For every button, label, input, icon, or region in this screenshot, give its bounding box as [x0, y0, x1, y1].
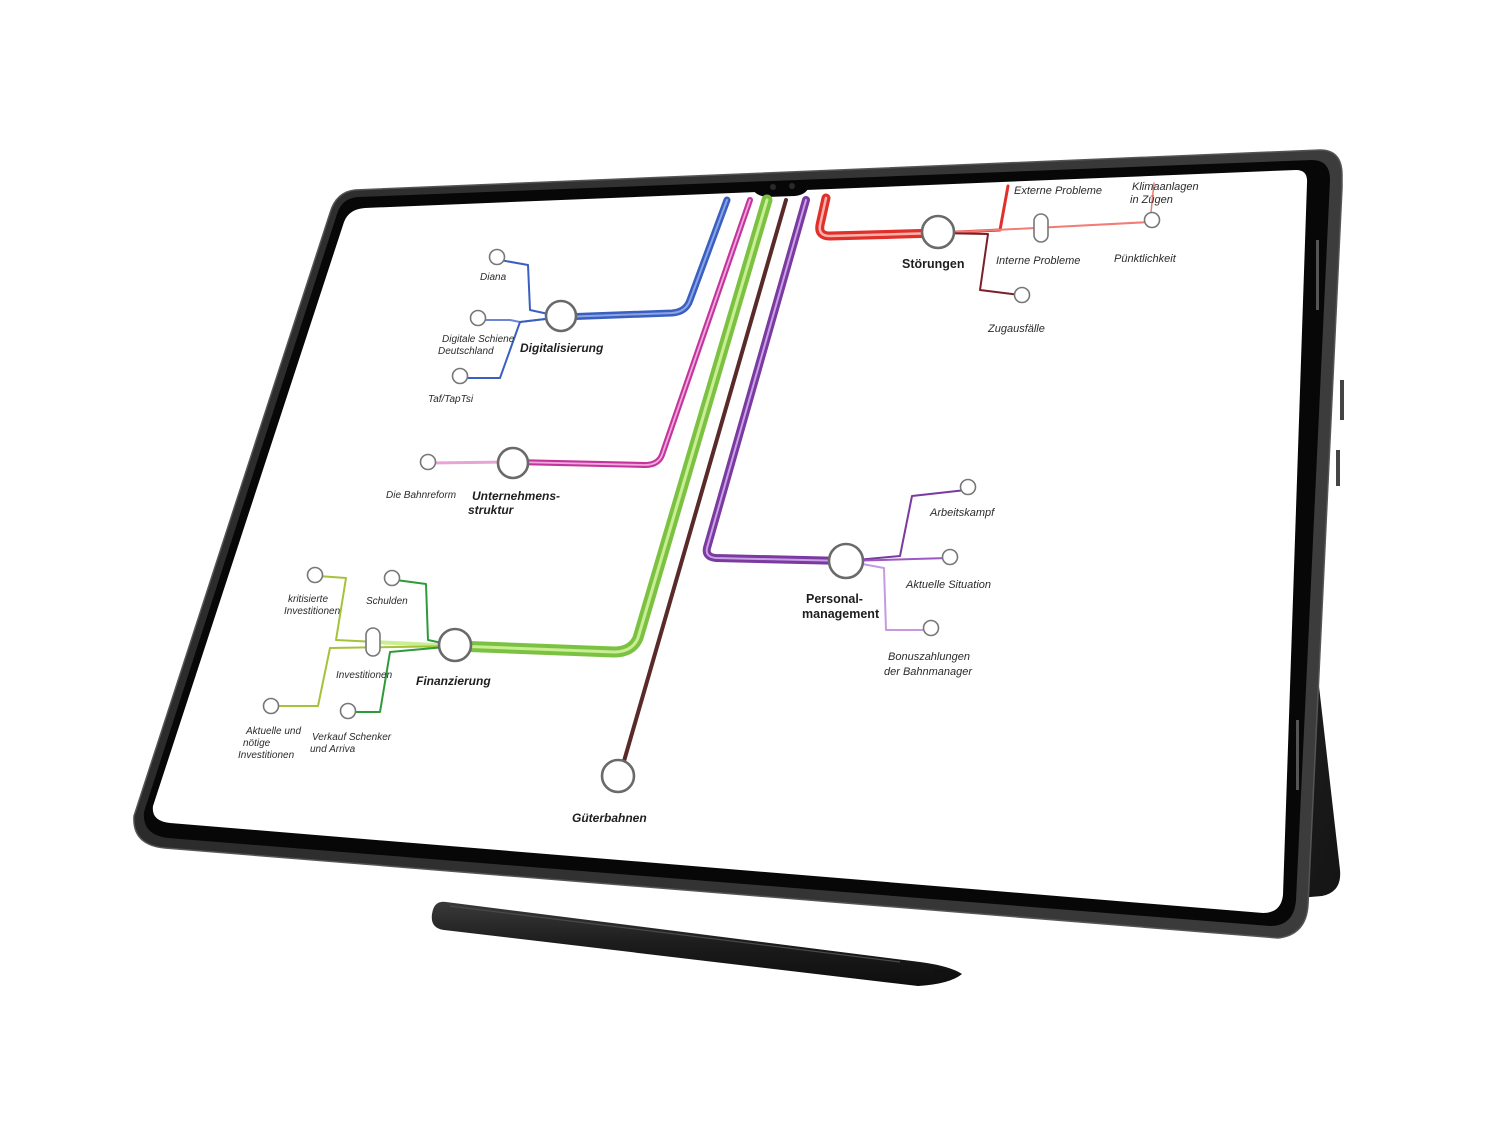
label-klima-2: in Zügen: [1130, 194, 1173, 206]
label-schulden: Schulden: [366, 596, 408, 607]
hub-gueterbahnen[interactable]: [600, 758, 636, 794]
station-taf[interactable]: [451, 367, 469, 385]
station-aktuelle-situation[interactable]: [941, 548, 959, 566]
label-arbeitskampf: Arbeitskampf: [929, 507, 995, 519]
station-puenktlichkeit[interactable]: [1143, 211, 1161, 229]
line-gueterbahnen: [618, 198, 788, 777]
side-button: [1336, 450, 1340, 486]
hub-stoerungen[interactable]: [920, 214, 956, 250]
camera-notch: [750, 181, 812, 197]
label-gueterbahnen: Güterbahnen: [572, 811, 647, 825]
label-digitale-schiene-2: Deutschland: [438, 346, 494, 357]
speaker-grille: [1316, 240, 1319, 310]
label-aktuelle-1: Aktuelle und: [245, 726, 301, 737]
side-button: [1340, 380, 1344, 420]
label-stoerungen: Störungen: [902, 257, 965, 271]
map-stations: [262, 211, 1161, 720]
label-digitale-schiene-1: Digitale Schiene: [442, 334, 515, 345]
station-interne-probleme[interactable]: [1033, 213, 1049, 243]
station-investitionen[interactable]: [365, 627, 381, 657]
label-aktuelle-2: nötige: [243, 738, 271, 749]
label-verkauf-1: Verkauf Schenker: [312, 732, 392, 743]
station-zugausfaelle[interactable]: [1013, 286, 1031, 304]
label-kritisierte-2: Investitionen: [284, 606, 341, 617]
label-unternehmensstruktur-2: struktur: [468, 503, 515, 517]
label-puenktlichkeit: Pünktlichkeit: [1114, 253, 1177, 265]
label-externe: Externe Probleme: [1014, 185, 1102, 197]
map-hubs: [437, 214, 956, 794]
transit-map: [273, 182, 1155, 777]
tablet-screen: [152, 170, 1308, 913]
label-diana: Diana: [480, 272, 507, 283]
station-digitale-schiene[interactable]: [469, 309, 487, 327]
station-verkauf[interactable]: [339, 702, 357, 720]
map-labels: Diana Digitale Schiene Deutschland Taf/T…: [238, 181, 1199, 825]
station-diana[interactable]: [488, 248, 506, 266]
camera-lens-icon: [789, 183, 795, 189]
hub-finanzierung[interactable]: [437, 627, 473, 663]
camera-lens-icon: [770, 184, 776, 190]
label-bonus-2: der Bahnmanager: [884, 666, 973, 678]
label-verkauf-2: und Arriva: [310, 744, 356, 755]
stylus-pen: [431, 901, 962, 986]
station-arbeitskampf[interactable]: [959, 478, 977, 496]
label-unternehmensstruktur-1: Unternehmens-: [472, 489, 560, 503]
label-investitionen: Investitionen: [336, 670, 393, 681]
label-klima-1: Klimaanlagen: [1132, 181, 1199, 193]
station-schulden[interactable]: [383, 569, 401, 587]
hub-unternehmensstruktur[interactable]: [496, 446, 530, 480]
label-bonus-1: Bonuszahlungen: [888, 651, 970, 663]
label-kritisierte-1: kritisierte: [288, 594, 328, 605]
label-taf: Taf/TapTsi: [428, 394, 474, 405]
hub-personal[interactable]: [827, 542, 865, 580]
station-kritisierte[interactable]: [306, 566, 324, 584]
label-interne: Interne Probleme: [996, 255, 1080, 267]
label-finanzierung: Finanzierung: [416, 674, 491, 688]
station-aktuelle-investitionen[interactable]: [262, 697, 280, 715]
label-bahnreform: Die Bahnreform: [386, 490, 456, 501]
hub-digitalisierung[interactable]: [544, 299, 578, 333]
station-bonus[interactable]: [922, 619, 940, 637]
station-bahnreform[interactable]: [419, 453, 437, 471]
label-aktuelle-situation: Aktuelle Situation: [905, 579, 991, 591]
speaker-grille: [1296, 720, 1299, 790]
label-personal-2: management: [802, 607, 880, 621]
label-aktuelle-3: Investitionen: [238, 750, 295, 761]
label-digitalisierung: Digitalisierung: [520, 341, 604, 355]
label-personal-1: Personal-: [806, 592, 863, 606]
label-zugausfaelle: Zugausfälle: [987, 323, 1045, 335]
